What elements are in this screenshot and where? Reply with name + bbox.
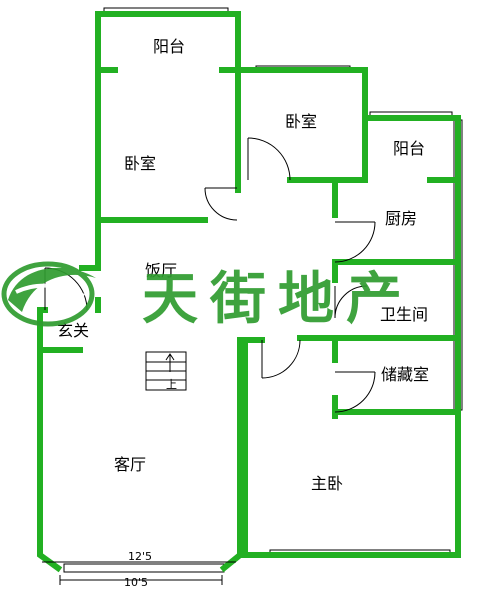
label-dining: 饭厅 (145, 261, 177, 280)
label-balcony-top-left: 阳台 (153, 37, 185, 56)
dim-outer-label: 12'5 (128, 550, 152, 563)
door-storage (334, 371, 376, 413)
stair-marker: 上 (166, 378, 177, 391)
doors (44, 137, 376, 413)
wall-master-bedroom (242, 337, 461, 558)
wall-balcony-top-left (95, 11, 241, 193)
wall-right-column (362, 115, 461, 415)
walls (37, 11, 461, 573)
door-bedroom-left (204, 187, 238, 221)
door-kitchen (334, 221, 376, 263)
watermark: 天街地产 (1, 261, 414, 332)
wall-living (79, 222, 101, 271)
label-storage: 储藏室 (381, 365, 429, 384)
label-foyer: 玄关 (57, 321, 89, 340)
door-master (261, 339, 301, 379)
watermark-logo-icon (1, 261, 96, 327)
label-master-bedroom: 主卧 (311, 474, 343, 493)
stair-symbol: 上 (145, 351, 187, 391)
dimension-lines: 12'5 10'5 (42, 550, 236, 589)
label-balcony-right: 阳台 (393, 139, 425, 158)
label-bathroom: 卫生间 (380, 305, 428, 324)
label-bedroom-center: 卧室 (285, 112, 317, 131)
dim-inner-label: 10'5 (124, 576, 148, 589)
door-bedroom-center (247, 137, 291, 181)
label-living: 客厅 (114, 455, 146, 474)
wall-bedroom-center (235, 67, 368, 183)
label-kitchen: 厨房 (385, 209, 417, 228)
label-bedroom-left: 卧室 (124, 154, 156, 173)
window-bay-bottom (63, 563, 225, 573)
room-labels: 阳台 卧室 卧室 阳台 厨房 饭厅 玄关 卫生间 储藏室 客厅 主卧 (57, 37, 429, 493)
watermark-text: 天街地产 (142, 267, 414, 332)
